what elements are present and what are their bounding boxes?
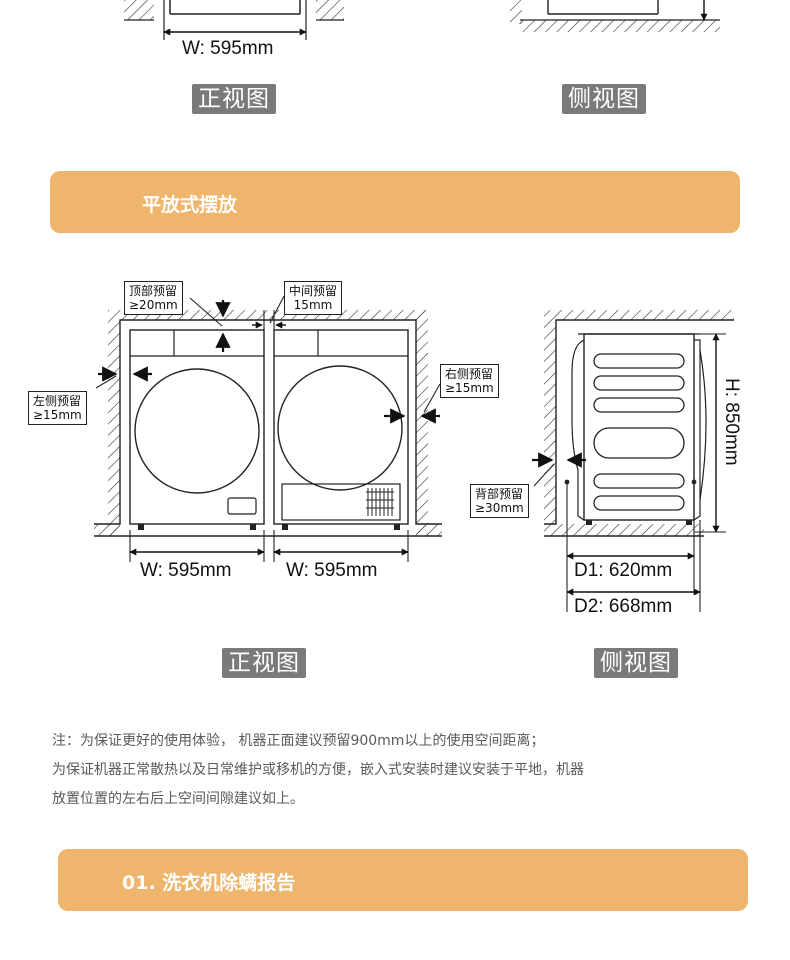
mite-report-title: 01. 洗衣机除螨报告 xyxy=(122,872,296,894)
top-side-view-partial xyxy=(510,0,720,32)
top-front-view-tag: 正视图 xyxy=(192,84,276,114)
mite-report-banner: 01. 洗衣机除螨报告 xyxy=(58,849,748,911)
machine-side-body xyxy=(583,333,695,521)
depth2-label: D2: 668mm xyxy=(574,596,673,617)
width-right-label: W: 595mm xyxy=(286,560,378,581)
middle-clearance-label: 中间预留 15mm xyxy=(284,281,343,315)
right-clearance-label: 右侧预留 ≥15mm xyxy=(440,364,499,398)
washer-door xyxy=(134,368,260,494)
installation-note: 注：为保证更好的使用体验， 机器正面建议预留900mm以上的使用空间距离； 为保… xyxy=(52,727,772,814)
note-line-1: 注：为保证更好的使用体验， 机器正面建议预留900mm以上的使用空间距离； xyxy=(52,733,545,749)
flat-placement-banner: 平放式摆放 xyxy=(50,171,740,233)
note-line-3: 放置位置的左右后上空间间隙建议如上。 xyxy=(52,791,304,807)
height-label: H: 850mm xyxy=(721,378,742,466)
width-left-label: W: 595mm xyxy=(140,560,232,581)
note-line-2: 为保证机器正常散热以及日常维护或移机的方便，嵌入式安装时建议安装于平地，机器 xyxy=(52,762,584,778)
flat-front-view xyxy=(94,295,442,562)
top-front-width-label: W: 595mm xyxy=(182,38,274,59)
dryer-door xyxy=(277,365,403,491)
top-side-view-tag: 侧视图 xyxy=(562,84,646,114)
top-front-view-partial xyxy=(124,0,344,40)
left-clearance-label: 左侧预留 ≥15mm xyxy=(28,391,87,425)
flat-side-view xyxy=(532,310,734,612)
depth1-label: D1: 620mm xyxy=(574,560,673,581)
back-clearance-label: 背部预留 ≥30mm xyxy=(470,484,529,518)
flat-front-view-tag: 正视图 xyxy=(222,648,306,678)
top-clearance-label: 顶部预留 ≥20mm xyxy=(124,281,183,315)
flat-placement-title: 平放式摆放 xyxy=(142,194,238,216)
flat-side-view-tag: 侧视图 xyxy=(594,648,678,678)
washer-body xyxy=(129,329,265,525)
